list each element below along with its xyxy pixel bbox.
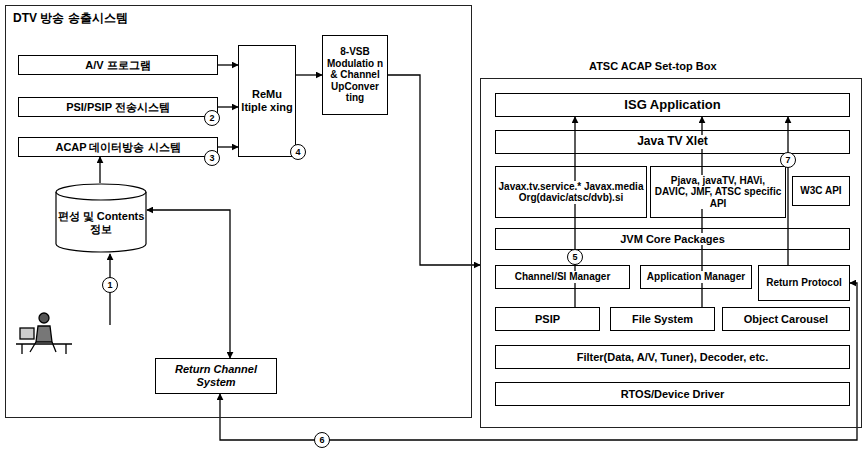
node-text: W3C API bbox=[800, 185, 841, 197]
layer-band: ISG Application bbox=[495, 93, 850, 117]
node-text: PSIP bbox=[535, 313, 560, 326]
device-panel: ATSC ACAP Set-top BoxISG ApplicationJava… bbox=[480, 78, 862, 428]
operator-head bbox=[39, 313, 49, 323]
node-text: Pjava, javaTV, HAVi, DAVIC, JMF, ATSC sp… bbox=[653, 175, 783, 210]
panel-heading: ATSC ACAP Set-top Box bbox=[589, 60, 717, 72]
node-text: 8-VSB Modulatio n & Channel UpConver tin… bbox=[325, 46, 385, 104]
module-box: Object Carousel bbox=[722, 307, 850, 331]
monitor-icon bbox=[20, 328, 34, 339]
node-text: RTOS/Device Driver bbox=[621, 388, 725, 401]
node-text: Return Channel System bbox=[158, 363, 274, 388]
callout-number: 4 bbox=[290, 144, 306, 160]
cylinder-body bbox=[56, 192, 146, 252]
callout-number: 5 bbox=[567, 249, 583, 265]
layer-band: RTOS/Device Driver bbox=[495, 382, 850, 406]
connector-arrow bbox=[388, 75, 480, 265]
node-text: Channel/SI Manager bbox=[515, 271, 611, 283]
panel-heading: DTV 방송 송출시스템 bbox=[13, 10, 128, 27]
api-box: Javax.tv.service.* Javax.media Org(davic… bbox=[495, 166, 647, 218]
node-text: 편성 및 Contents 정보 bbox=[57, 210, 145, 235]
module-box: PSIP bbox=[495, 307, 600, 331]
connector-arrow bbox=[787, 117, 788, 265]
node-text: Application Manager bbox=[647, 271, 745, 283]
system-panel: DTV 방송 송출시스템 A/V 프로그램 PSI/PSIP 전송시스템 ACAP 데… bbox=[5, 5, 472, 418]
node-text: PSI/PSIP 전송시스템 bbox=[66, 101, 170, 114]
operator-figure bbox=[16, 313, 72, 354]
callout-number: 6 bbox=[314, 432, 330, 448]
process-box: PSI/PSIP 전송시스템 bbox=[18, 97, 218, 117]
process-box: ACAP 데이터방송 시스템 bbox=[18, 137, 218, 157]
module-box: Application Manager bbox=[640, 265, 752, 289]
module-box: Channel/SI Manager bbox=[495, 265, 630, 289]
node-text: JVM Core Packages bbox=[620, 233, 725, 246]
cylinder-top bbox=[56, 184, 146, 200]
operator-body bbox=[36, 326, 52, 342]
operator-legs bbox=[30, 342, 56, 352]
process-box: ReMu ltiple xing bbox=[238, 45, 296, 157]
desk-icon bbox=[16, 344, 72, 354]
node-text: Object Carousel bbox=[744, 313, 828, 326]
connector-arrow bbox=[220, 283, 857, 440]
callout-number: 3 bbox=[204, 150, 220, 166]
database-cylinder: 편성 및 Contents 정보 bbox=[55, 183, 147, 253]
layer-band: JVM Core Packages bbox=[495, 228, 850, 250]
node-text: File System bbox=[632, 313, 693, 326]
module-box: File System bbox=[610, 307, 715, 331]
module-box: Return Protocol bbox=[758, 265, 850, 301]
api-box: W3C API bbox=[792, 176, 850, 206]
node-text: ISG Application bbox=[624, 98, 720, 113]
node-text: ReMu ltiple xing bbox=[241, 88, 293, 113]
node-text: Return Protocol bbox=[766, 277, 842, 289]
node-text: Filter(Data, A/V, Tuner), Decoder, etc. bbox=[577, 351, 769, 364]
api-box: Pjava, javaTV, HAVi, DAVIC, JMF, ATSC sp… bbox=[650, 166, 786, 218]
connector-arrow bbox=[218, 146, 238, 147]
layer-band: Filter(Data, A/V, Tuner), Decoder, etc. bbox=[495, 345, 850, 369]
callout-number: 7 bbox=[780, 152, 796, 168]
process-box: 8-VSB Modulatio n & Channel UpConver tin… bbox=[322, 35, 388, 115]
node-text: ACAP 데이터방송 시스템 bbox=[55, 141, 180, 154]
connector-arrow bbox=[99, 157, 100, 183]
callout-number: 2 bbox=[204, 110, 220, 126]
layer-band: Java TV Xlet bbox=[495, 130, 850, 154]
node-text: Javax.tv.service.* Javax.media Org(davic… bbox=[498, 181, 644, 204]
connector-arrow bbox=[296, 74, 322, 75]
node-text: Java TV Xlet bbox=[637, 135, 708, 149]
callout-number: 1 bbox=[102, 277, 118, 293]
connector-arrow bbox=[147, 210, 230, 358]
connector-arrow bbox=[218, 64, 238, 65]
process-box: Return Channel System bbox=[155, 358, 277, 394]
process-box: A/V 프로그램 bbox=[18, 55, 218, 75]
node-text: A/V 프로그램 bbox=[85, 59, 150, 72]
connector-arrow bbox=[218, 106, 238, 107]
